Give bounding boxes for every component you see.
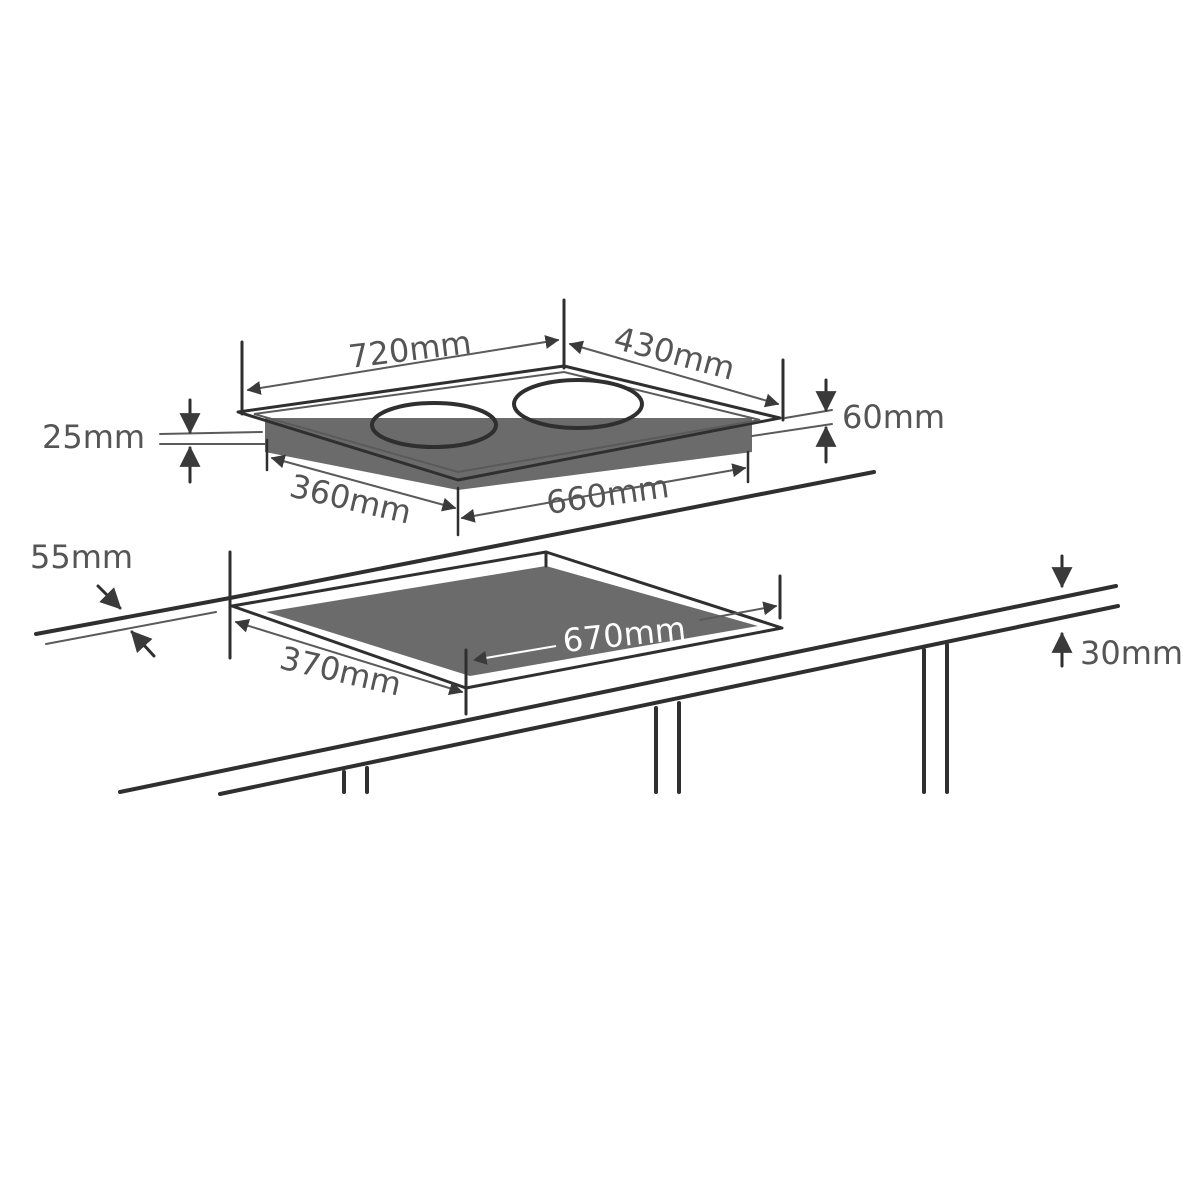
worktop	[34, 470, 1120, 796]
label-height: 60mm	[842, 398, 945, 436]
label-glass-thickness: 25mm	[42, 418, 145, 456]
cutout-depth-dimension-arrow	[234, 619, 464, 695]
label-depth: 430mm	[610, 319, 739, 388]
label-worktop-thickness: 30mm	[1080, 634, 1183, 672]
cutout-labels: 55mm 670mm 370mm 30mm	[30, 538, 1183, 704]
cutout-dimension-arrows	[96, 554, 1073, 695]
left-burner	[370, 401, 498, 449]
hob-extension-lines	[159, 298, 833, 537]
cutout-width-arrow-left	[472, 645, 557, 665]
cutout-extension-lines	[228, 550, 782, 716]
hob-dimension-arrows	[179, 335, 837, 523]
depth-dimension-arrow	[568, 340, 780, 408]
base-depth-dimension-arrow	[270, 454, 457, 512]
label-width: 720mm	[346, 323, 473, 376]
base-width-dimension-arrow	[460, 463, 747, 523]
width-dimension-arrow	[246, 335, 560, 395]
clearance-arrow-bottom	[130, 630, 156, 658]
clearance-arrow-top	[96, 584, 122, 610]
cutout-width-arrow-right	[699, 601, 778, 621]
label-front-clearance: 55mm	[30, 538, 133, 576]
